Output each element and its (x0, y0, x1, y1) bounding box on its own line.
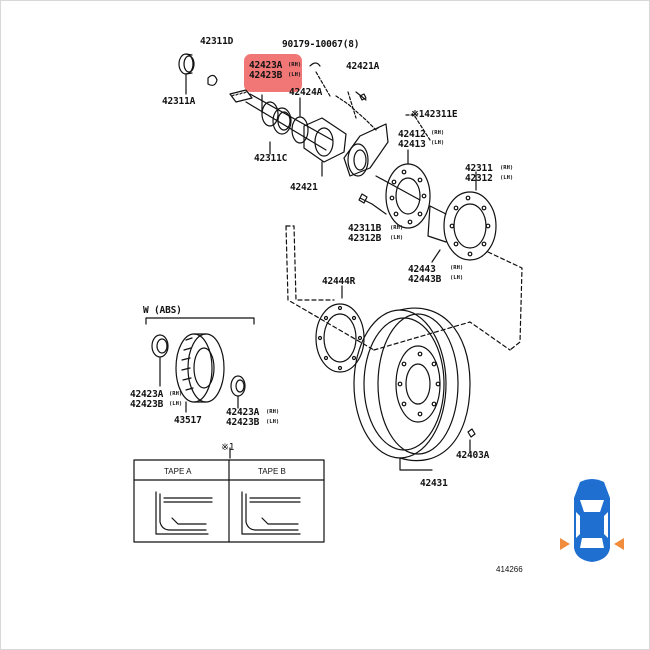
suffix-rh: (RH) (431, 130, 445, 136)
part-label-42412[interactable]: 42412 (398, 129, 426, 140)
suffix-lh: (LH) (169, 401, 183, 407)
abs-tone-ring-43517 (175, 333, 225, 413)
backing-plate-42412 (343, 123, 421, 201)
suffix-lh: (LH) (390, 235, 404, 241)
diagram-reference-number: 414266 (496, 565, 523, 574)
part-label-42423A[interactable]: 42423A (249, 60, 283, 71)
abs-bracket (145, 317, 255, 325)
tape-table (133, 447, 325, 543)
hub-bolt (309, 62, 367, 119)
bearing-42424A (291, 116, 309, 144)
abs-group-label: W (ABS) (143, 305, 182, 316)
suffix-rh: (RH) (450, 265, 464, 271)
tape-b-header: TAPE B (258, 467, 286, 476)
suffix-rh: (RH) (266, 409, 280, 415)
part-label-42424A[interactable]: 42424A (289, 87, 323, 98)
part-label-42423B-abs[interactable]: 42423B (130, 399, 164, 410)
part-label-42311E[interactable]: ※142311E (411, 109, 458, 120)
part-label-42403A[interactable]: 42403A (456, 450, 490, 461)
note-mark: ※1 (221, 442, 235, 453)
vehicle-position-icon (560, 479, 624, 562)
part-label-90179-10067[interactable]: 90179-10067(8) (282, 39, 360, 50)
part-label-42311[interactable]: 42311 (465, 163, 493, 174)
tape-a-header: TAPE A (164, 467, 192, 476)
hub-flange-42421 (303, 117, 347, 177)
abs-seal-left (151, 334, 169, 387)
abs-seal-right (230, 375, 246, 409)
suffix-lh: (LH) (500, 175, 514, 181)
brake-plate-42413 (385, 149, 431, 229)
part-label-42431[interactable]: 42431 (420, 478, 448, 489)
part-label-43517[interactable]: 43517 (174, 415, 202, 426)
part-label-42444R[interactable]: 42444R (322, 276, 356, 287)
oil-seal-42311D (178, 53, 195, 75)
suffix-rh: (RH) (390, 225, 404, 231)
suffix-rh: (RH) (169, 391, 183, 397)
part-label-42413[interactable]: 42413 (398, 139, 426, 150)
part-label-42443[interactable]: 42443 (408, 264, 436, 275)
part-label-42423A-abs[interactable]: 42423A (130, 389, 164, 400)
part-label-42311B[interactable]: 42311B (348, 223, 382, 234)
suffix-rh: (RH) (288, 62, 302, 68)
part-label-42421[interactable]: 42421 (290, 182, 318, 193)
part-label-42311C[interactable]: 42311C (254, 153, 288, 164)
part-label-42421A[interactable]: 42421A (346, 61, 380, 72)
part-label-42423A-right[interactable]: 42423A (226, 407, 260, 418)
part-label-42311A[interactable]: 42311A (162, 96, 196, 107)
suffix-rh: (RH) (500, 165, 514, 171)
axle-shaft (229, 89, 333, 151)
hub-42443 (427, 171, 497, 263)
snap-ring (207, 74, 218, 86)
part-label-42312[interactable]: 42312 (465, 173, 493, 184)
suffix-lh: (LH) (288, 72, 302, 78)
part-label-42311D[interactable]: 42311D (200, 36, 234, 47)
screw-42403A (467, 428, 476, 453)
brake-drum-42431 (353, 307, 471, 471)
part-label-42443B[interactable]: 42443B (408, 274, 442, 285)
part-label-42423B[interactable]: 42423B (249, 70, 283, 81)
highlight-42423-callout (244, 54, 302, 92)
suffix-lh: (LH) (450, 275, 464, 281)
part-label-42312B[interactable]: 42312B (348, 233, 382, 244)
suffix-lh: (LH) (431, 140, 445, 146)
part-label-42423B-right[interactable]: 42423B (226, 417, 260, 428)
suffix-lh: (LH) (266, 419, 280, 425)
